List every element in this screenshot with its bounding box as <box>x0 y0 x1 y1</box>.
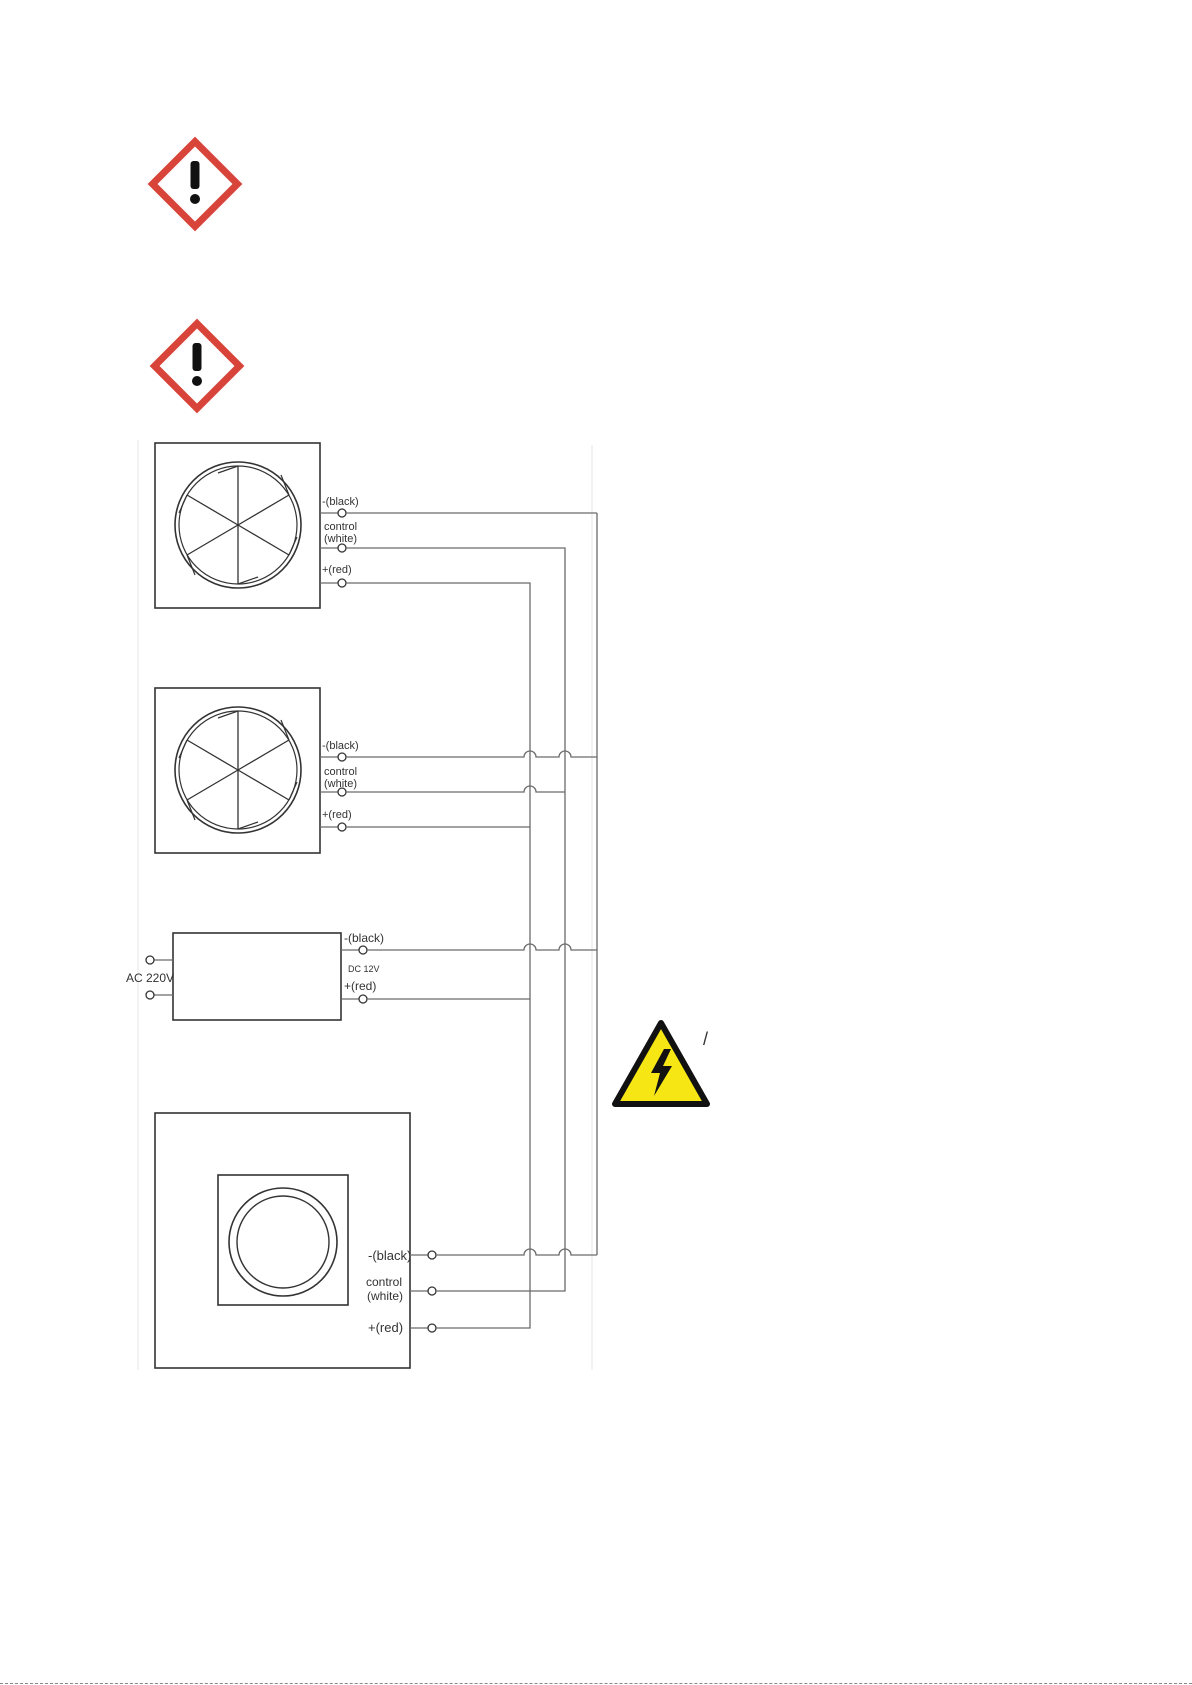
fan-2-terminal-positive <box>338 823 346 831</box>
fan-1-white-label: (white) <box>324 533 357 545</box>
exclamation-diamond-icon <box>155 324 240 409</box>
fan-2-negative-label: -(black) <box>322 740 359 752</box>
power-supply-negative-label: -(black) <box>344 931 384 945</box>
power-supply-ac-terminal <box>146 956 154 964</box>
fan-2-positive-label: +(red) <box>322 809 352 821</box>
power-supply-dc-label: DC 12V <box>348 964 380 974</box>
fan-2-control-label: control <box>324 766 357 778</box>
power-supply-positive-label: +(red) <box>344 979 376 993</box>
stray-mark: / <box>703 1029 708 1049</box>
high-voltage-triangle-icon <box>615 1023 707 1104</box>
exclamation-diamond-icon <box>153 142 238 227</box>
fan-2-terminal-negative <box>338 753 346 761</box>
controller-terminal-negative <box>428 1251 436 1259</box>
fan-1-terminal-positive <box>338 579 346 587</box>
power-supply: AC 220V -(black) DC 12V +(red) <box>126 931 384 1020</box>
fan-1-terminal-negative <box>338 509 346 517</box>
fan-2: -(black) control (white) +(red) <box>155 688 359 853</box>
power-supply-box <box>173 933 341 1020</box>
controller-control-label: control <box>366 1275 402 1289</box>
power-supply-terminal-positive <box>359 995 367 1003</box>
page-bottom-rule <box>0 1683 1192 1684</box>
controller-terminal-control <box>428 1287 436 1295</box>
controller-negative-label: -(black) <box>368 1248 411 1263</box>
controller-terminal-positive <box>428 1324 436 1332</box>
fan-1-positive-label: +(red) <box>322 564 352 576</box>
fan-1-terminal-control <box>338 544 346 552</box>
fan-2-terminal-control <box>338 788 346 796</box>
fan-1-negative-label: -(black) <box>322 496 359 508</box>
controller-positive-label: +(red) <box>368 1320 403 1335</box>
power-supply-input-label: AC 220V <box>126 971 174 985</box>
controller: -(black) control (white) +(red) <box>155 1113 436 1368</box>
fan-1: -(black) control (white) +(red) <box>155 443 359 608</box>
controller-white-label: (white) <box>367 1289 403 1303</box>
power-supply-ac-terminal <box>146 991 154 999</box>
power-supply-terminal-negative <box>359 946 367 954</box>
fan-1-control-label: control <box>324 521 357 533</box>
